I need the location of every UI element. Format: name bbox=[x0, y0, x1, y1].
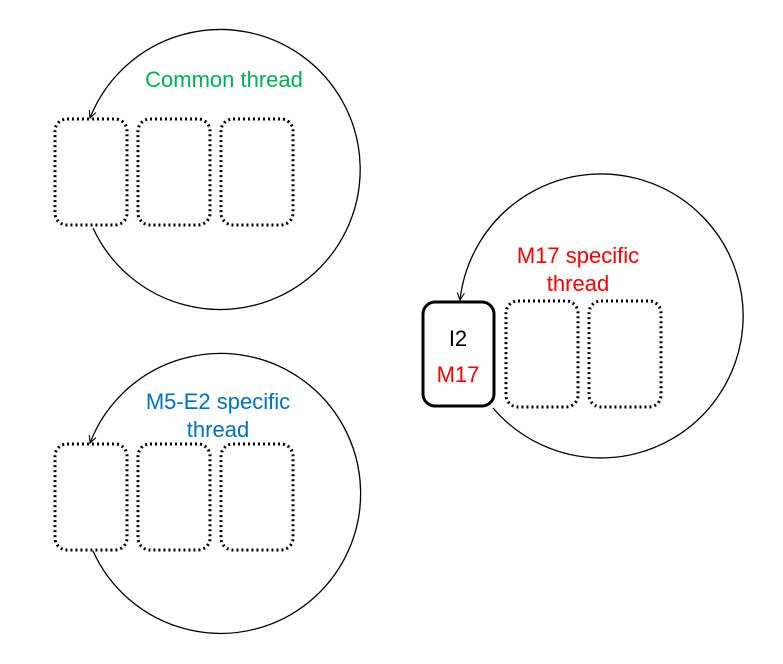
common-thread-label: Common thread bbox=[145, 67, 303, 92]
common-thread-group: Common thread bbox=[53, 28, 361, 311]
common-slot-3 bbox=[219, 117, 295, 227]
active-slot-line1: I2 bbox=[449, 326, 467, 351]
m17-slot-3 bbox=[587, 299, 663, 409]
m5e2-slot-3 bbox=[219, 442, 295, 552]
m5e2-thread-label-line2: thread bbox=[187, 417, 249, 442]
m17-active-slot: I2 M17 bbox=[421, 300, 496, 408]
m17-thread-group: M17 specific thread I2 M17 bbox=[421, 173, 744, 459]
m5e2-thread-circle bbox=[90, 352, 362, 635]
m17-slot-2 bbox=[504, 299, 580, 409]
m5e2-slot-2 bbox=[136, 442, 212, 552]
common-slot-1 bbox=[53, 117, 129, 227]
m5e2-thread-group: M5-E2 specific thread bbox=[53, 352, 362, 635]
active-slot-line2: M17 bbox=[437, 362, 480, 387]
m17-thread-circle bbox=[460, 173, 744, 459]
m5e2-slot-1 bbox=[53, 442, 129, 552]
m5e2-thread-label-line1: M5-E2 specific bbox=[146, 389, 290, 414]
m17-active-slot-box bbox=[421, 300, 496, 408]
common-slot-2 bbox=[136, 117, 212, 227]
common-thread-circle bbox=[90, 28, 361, 311]
m17-thread-label-line1: M17 specific bbox=[517, 243, 639, 268]
m17-thread-label-line2: thread bbox=[547, 271, 609, 296]
